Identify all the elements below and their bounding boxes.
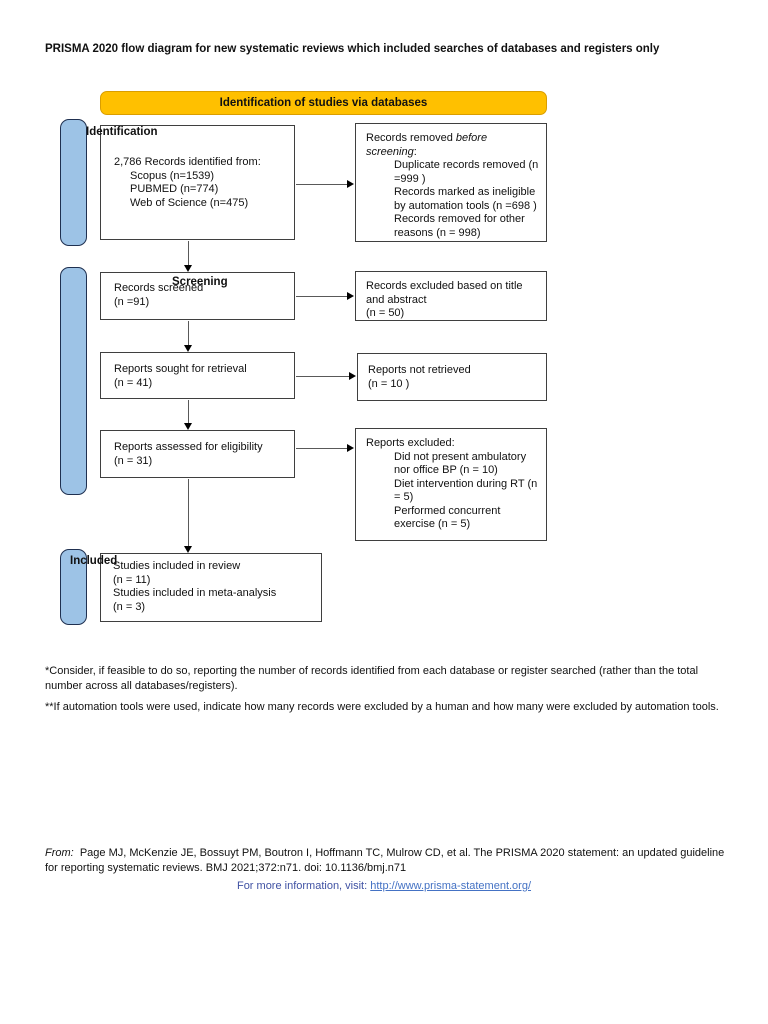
- records-excluded-text: Records excluded based on title and abst…: [366, 280, 523, 306]
- banner-label: Identification of studies via databases: [219, 97, 428, 109]
- arrow-identified-to-removed: [296, 184, 348, 186]
- more-info-line: For more information, visit: http://www.…: [0, 880, 768, 892]
- stage-bar-identification: [60, 119, 87, 246]
- arrow-screened-to-sought: [188, 321, 190, 346]
- reports-not-retrieved-count: (n = 10 ): [368, 377, 410, 390]
- box-records-excluded-title-abstract: Records excluded based on title and abst…: [355, 271, 547, 321]
- reports-assessed-count: (n = 31): [114, 454, 153, 467]
- studies-included-line: Studies included in meta-analysis: [113, 587, 277, 599]
- records-removed-item: Records removed for other reasons (n = 9…: [394, 213, 525, 239]
- citation-text: Page MJ, McKenzie JE, Bossuyt PM, Boutro…: [45, 847, 725, 874]
- arrow-screened-to-excluded: [296, 296, 348, 298]
- records-screened-count: (n =91): [114, 295, 150, 308]
- records-identified-title: 2,786 Records identified from:: [114, 156, 261, 168]
- reports-excluded-title: Reports excluded:: [366, 437, 455, 449]
- arrowhead-right-icon: [347, 443, 354, 452]
- box-records-screened: Records screened (n =91): [100, 272, 295, 320]
- reports-excluded-item: Performed concurrent exercise (n = 5): [394, 504, 501, 531]
- more-info-prefix: For more information, visit:: [236, 880, 371, 892]
- box-studies-included: Studies included in review (n = 11) Stud…: [100, 553, 322, 622]
- arrowhead-down-icon: [183, 546, 192, 553]
- reports-not-retrieved-line: Reports not retrieved: [368, 364, 471, 376]
- arrowhead-right-icon: [349, 371, 356, 380]
- records-identified-item: PUBMED (n=774): [130, 183, 219, 195]
- arrow-sought-to-notretrieved: [296, 376, 350, 378]
- stage-bar-screening: [60, 267, 87, 495]
- records-removed-title: Records removed before screening:: [366, 132, 488, 158]
- prisma-statement-link[interactable]: http://www.prisma-statement.org/: [370, 880, 532, 892]
- footnote-automation: **If automation tools were used, indicat…: [45, 701, 719, 713]
- arrowhead-down-icon: [183, 265, 192, 272]
- citation-from-label: From:: [45, 847, 74, 859]
- records-screened-line: Records screened: [114, 282, 204, 294]
- reports-assessed-line: Reports assessed for eligibility: [114, 441, 263, 453]
- arrow-assessed-to-excluded: [296, 448, 348, 450]
- arrowhead-down-icon: [183, 423, 192, 430]
- reports-sought-line: Reports sought for retrieval: [114, 363, 247, 375]
- footnote-databases: *Consider, if feasible to do so, reporti…: [45, 665, 699, 692]
- identification-banner: Identification of studies via databases: [100, 91, 547, 115]
- citation: From: Page MJ, McKenzie JE, Bossuyt PM, …: [45, 846, 735, 875]
- arrowhead-down-icon: [183, 345, 192, 352]
- studies-included-count: (n = 11): [113, 573, 151, 586]
- page-title: PRISMA 2020 flow diagram for new systema…: [45, 43, 660, 55]
- arrow-sought-to-assessed: [188, 400, 190, 424]
- reports-sought-count: (n = 41): [114, 376, 153, 389]
- arrow-assessed-to-included: [188, 479, 190, 547]
- studies-included-count: (n = 3): [113, 600, 146, 613]
- reports-excluded-item: Did not present ambulatory nor office BP…: [394, 450, 527, 477]
- reports-excluded-item: Diet intervention during RT (n = 5): [394, 477, 538, 504]
- records-removed-item: Records marked as ineligible by automati…: [394, 186, 537, 212]
- box-records-removed: Records removed before screening: Duplic…: [355, 123, 547, 242]
- stage-label-included: Included: [70, 555, 118, 567]
- box-reports-sought: Reports sought for retrieval (n = 41): [100, 352, 295, 399]
- box-reports-excluded: Reports excluded: Did not present ambula…: [355, 428, 547, 541]
- records-identified-item: Scopus (n=1539): [130, 169, 215, 182]
- box-records-identified: 2,786 Records identified from: Scopus (n…: [100, 125, 295, 240]
- records-excluded-count: (n = 50): [366, 307, 405, 319]
- stage-label-screening: Screening: [172, 276, 228, 288]
- arrow-identified-to-screened: [188, 241, 190, 266]
- studies-included-line: Studies included in review: [113, 560, 241, 572]
- stage-bar-included: [60, 549, 87, 625]
- records-identified-item: Web of Science (n=475): [130, 196, 249, 209]
- records-removed-item: Duplicate records removed (n =999 ): [394, 159, 539, 185]
- arrowhead-right-icon: [347, 291, 354, 300]
- arrowhead-right-icon: [347, 179, 354, 188]
- box-reports-not-retrieved: Reports not retrieved (n = 10 ): [357, 353, 547, 401]
- stage-label-identification: Identification: [86, 126, 158, 138]
- box-reports-assessed: Reports assessed for eligibility (n = 31…: [100, 430, 295, 478]
